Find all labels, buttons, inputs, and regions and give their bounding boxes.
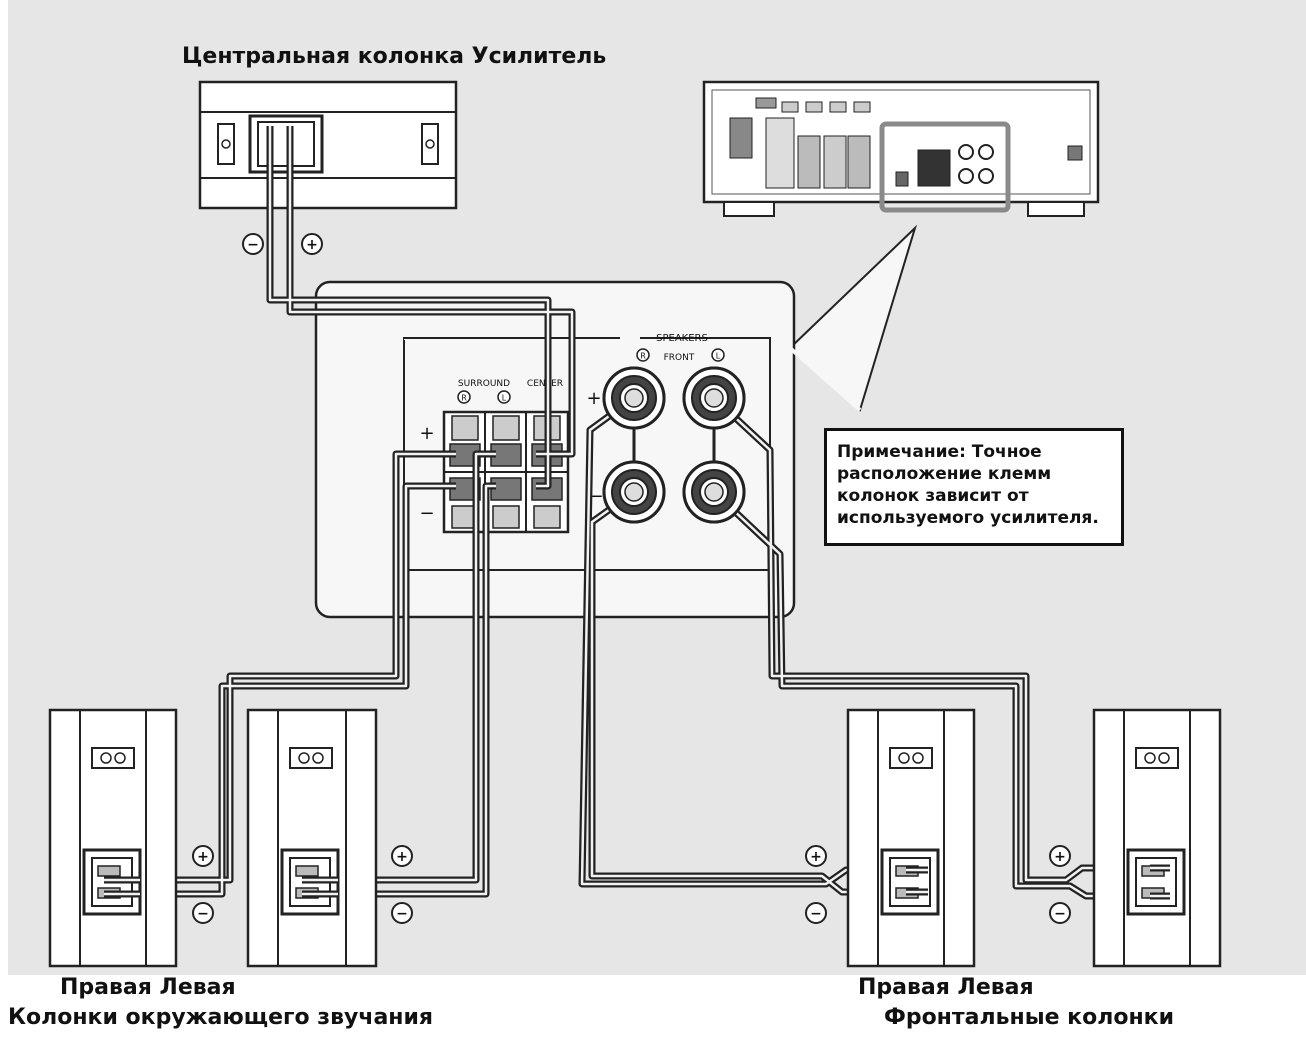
surround-right-plus-marker: + (192, 845, 214, 867)
surround-l-marker: L (497, 390, 511, 404)
svg-text:−: − (197, 906, 209, 922)
surround-left-plus-marker: + (391, 845, 413, 867)
svg-text:−: − (247, 237, 259, 253)
svg-text:L: L (716, 352, 721, 361)
speaker-wires (104, 126, 1150, 900)
speakers-label: SPEAKERS (656, 333, 708, 344)
amplifier (702, 80, 1100, 217)
front-right-speaker (846, 708, 976, 968)
front-caption: Фронтальные колонки (884, 1005, 1174, 1030)
center-plus-marker: + (301, 233, 323, 255)
surround-label: SURROUND (458, 379, 510, 389)
block-plus-sign: + (419, 423, 434, 444)
svg-text:L: L (502, 394, 507, 403)
surround-left-minus-marker: − (391, 902, 413, 924)
surround-right-left-label: Правая Левая (60, 975, 236, 1000)
surround-left-speaker (246, 708, 378, 968)
block-minus-sign: − (419, 503, 434, 524)
note-box: Примечание: Точное расположение клемм ко… (824, 428, 1124, 546)
diagram-title: Центральная колонка Усилитель (182, 44, 607, 69)
jack-plus-sign: + (586, 388, 601, 409)
svg-text:+: + (197, 849, 209, 865)
front-left-plus-marker: + (1049, 845, 1071, 867)
svg-text:−: − (810, 906, 822, 922)
surround-right-minus-marker: − (192, 902, 214, 924)
front-right-minus-marker: − (805, 902, 827, 924)
front-left-minus-marker: − (1049, 902, 1071, 924)
svg-text:−: − (396, 906, 408, 922)
surround-right-speaker (48, 708, 178, 968)
svg-text:+: + (810, 849, 822, 865)
svg-text:+: + (1054, 849, 1066, 865)
front-label: FRONT (664, 353, 695, 363)
front-right-left-label: Правая Левая (858, 975, 1034, 1000)
amplifier-highlight (879, 121, 1011, 213)
svg-text:+: + (396, 849, 408, 865)
center-speaker (198, 80, 458, 210)
front-right-plus-marker: + (805, 845, 827, 867)
svg-text:−: − (1054, 906, 1066, 922)
surround-r-marker: R (457, 390, 471, 404)
front-l-marker: L (711, 348, 725, 362)
svg-text:+: + (306, 237, 318, 253)
surround-caption: Колонки окружающего звучания (8, 1005, 434, 1030)
center-minus-marker: − (242, 233, 264, 255)
svg-text:R: R (640, 352, 646, 361)
front-r-marker: R (636, 348, 650, 362)
front-left-speaker (1092, 708, 1222, 968)
svg-text:R: R (461, 394, 467, 403)
